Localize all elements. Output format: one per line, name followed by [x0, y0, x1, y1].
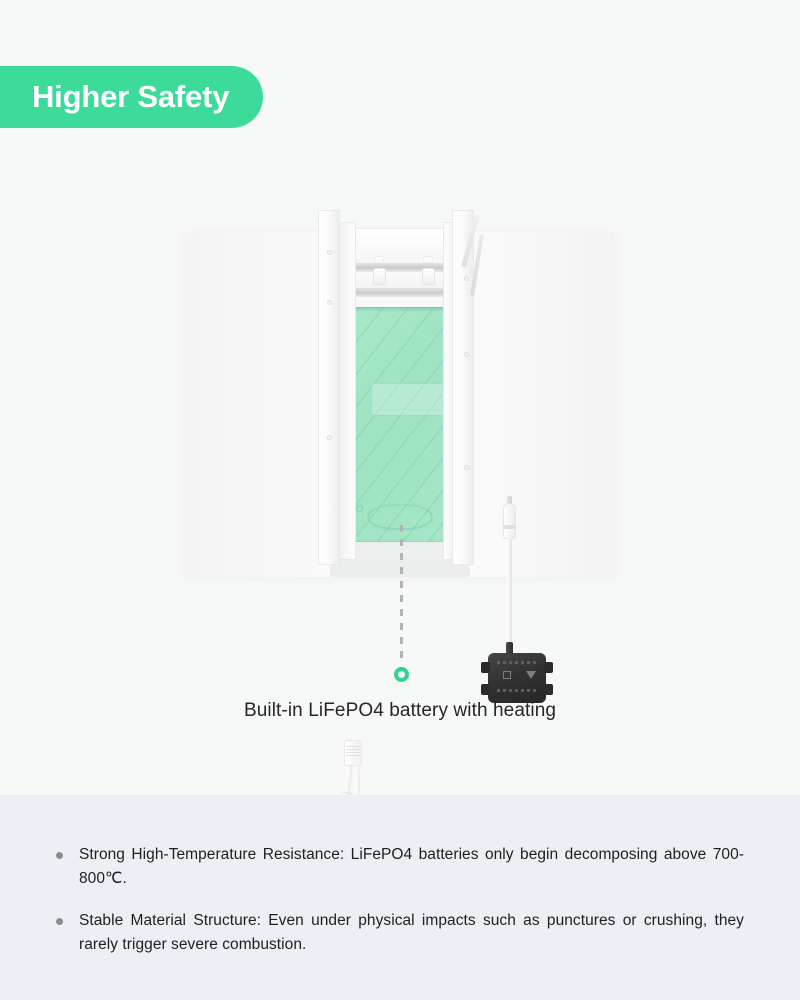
cable-plug-ring — [503, 525, 516, 529]
junction-tab-left-lower — [481, 684, 490, 695]
screw-right-3 — [464, 465, 469, 470]
battery-top-edge — [349, 307, 466, 312]
product-illustration — [0, 180, 800, 834]
frame-post-outer-left — [318, 210, 340, 565]
spec-text: Stable Material Structure: Even under ph… — [79, 912, 744, 954]
spec-text: Strong High-Temperature Resistance: LiFe… — [79, 846, 744, 888]
frame-post-inner-left — [338, 222, 356, 560]
list-item: Strong High-Temperature Resistance: LiFe… — [56, 843, 744, 891]
battery-label-panel — [371, 383, 445, 416]
junction-label-top — [497, 661, 537, 664]
frame-post-outer-right — [452, 210, 474, 565]
screw-left-1 — [327, 250, 332, 255]
battery-screw-left — [356, 505, 363, 512]
battery-cable-housing-ribs — [346, 746, 360, 756]
box-triangle-symbol — [526, 671, 536, 679]
rail-clip-right — [422, 268, 435, 285]
power-cable — [507, 538, 512, 650]
product-caption: Built-in LiFePO4 battery with heating — [243, 700, 557, 721]
junction-label-bottom — [497, 689, 537, 692]
rail-clip-top-left — [374, 256, 384, 263]
specs-panel: Strong High-Temperature Resistance: LiFe… — [0, 795, 800, 1000]
mounting-rail-lower — [345, 288, 465, 297]
screw-right-1 — [464, 276, 469, 281]
chassis-right-panel — [470, 232, 615, 577]
screw-left-2 — [327, 300, 332, 305]
cable-plug-tip — [507, 496, 512, 506]
rail-clip-top-right — [423, 256, 433, 263]
screw-right-2 — [464, 352, 469, 357]
junction-tab-right-lower — [544, 684, 553, 695]
screw-left-3 — [327, 435, 332, 440]
junction-tab-right-upper — [544, 662, 553, 673]
section-title-badge: Higher Safety — [0, 66, 264, 128]
junction-tab-left-upper — [481, 662, 490, 673]
bullet-icon — [56, 852, 63, 859]
mounting-rail-upper — [345, 263, 465, 272]
cable-strain-relief — [506, 642, 513, 656]
rail-clip-left — [373, 268, 386, 285]
list-item: Stable Material Structure: Even under ph… — [56, 909, 744, 957]
callout-ring-marker — [394, 667, 409, 682]
callout-dashed-line — [400, 525, 403, 665]
bullet-icon — [56, 918, 63, 926]
cable-plug — [503, 503, 516, 539]
box-square-symbol — [503, 671, 511, 679]
chassis-left-panel — [185, 232, 330, 577]
specs-list: Strong High-Temperature Resistance: LiFe… — [56, 843, 744, 975]
